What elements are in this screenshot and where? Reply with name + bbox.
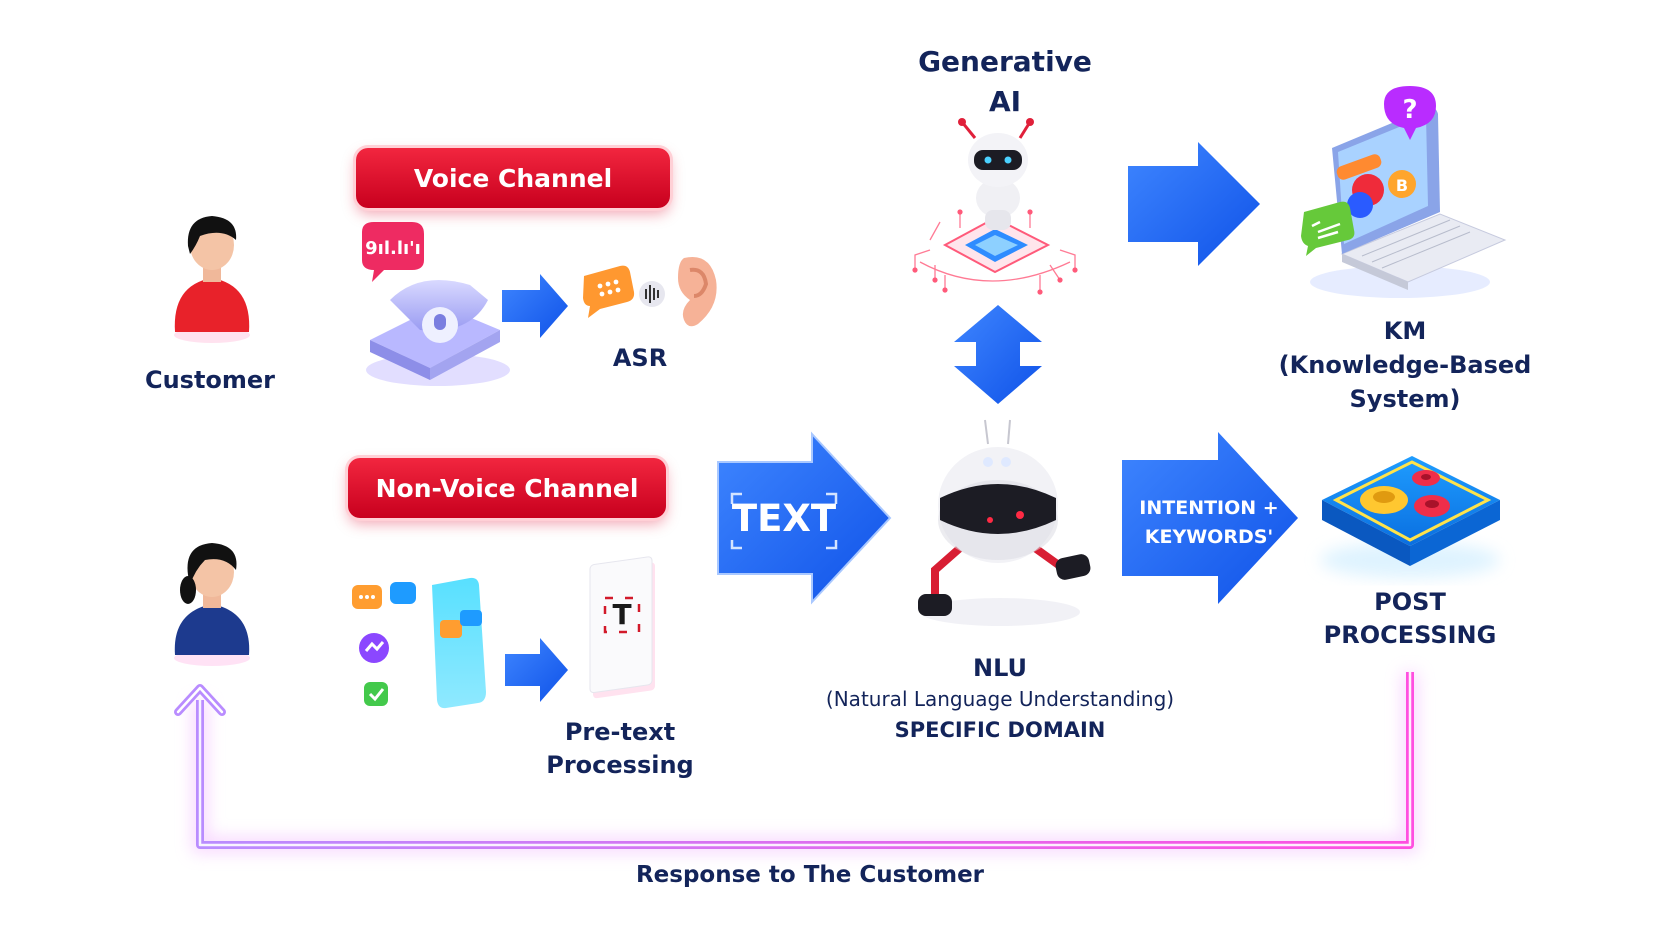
customer-label: Customer xyxy=(144,366,276,394)
text-arrow: TEXT xyxy=(717,431,892,605)
telephone-icon xyxy=(366,280,510,386)
intention-arrow-line1: INTENTION + xyxy=(1139,497,1279,519)
pretext-label: Pre-text Processing xyxy=(540,716,700,782)
intention-arrow-line2: KEYWORDS' xyxy=(1144,526,1274,548)
pretext-card-icon: T xyxy=(589,556,655,699)
messaging-apps-icon-group xyxy=(352,577,486,709)
response-loop-arrow xyxy=(174,672,1418,853)
nlu-label: NLU (Natural Language Understanding) SPE… xyxy=(790,652,1210,746)
non-voice-channel-label: Non-Voice Channel xyxy=(375,473,639,503)
arrow-voice-to-asr xyxy=(502,274,568,338)
intention-arrow xyxy=(1122,432,1298,604)
km-label-line2: (Knowledge-Based xyxy=(1278,351,1532,379)
post-processing-label-line2: PROCESSING xyxy=(1323,621,1497,649)
generative-ai-label-line2: AI xyxy=(988,85,1022,118)
pretext-label-line2: Processing xyxy=(546,751,694,779)
non-voice-channel-pill: Non-Voice Channel xyxy=(348,458,666,518)
generative-ai-label: Generative AI xyxy=(900,42,1110,122)
asr-label: ASR xyxy=(612,344,668,372)
post-processing-label: POST PROCESSING xyxy=(1300,586,1520,652)
nlu-title: NLU xyxy=(972,654,1027,682)
generative-ai-label-line1: Generative xyxy=(918,45,1092,78)
response-label: Response to The Customer xyxy=(635,862,985,888)
post-processing-label-line1: POST xyxy=(1374,588,1446,616)
arrow-genai-to-km xyxy=(1128,142,1260,266)
km-label-line3: System) xyxy=(1349,385,1461,413)
km-label-line1: KM xyxy=(1383,317,1427,345)
text-arrow-label: TEXT xyxy=(732,497,837,540)
voice-bubble-glyph: 9ıl.lı'ı xyxy=(365,238,421,259)
km-question-glyph: ? xyxy=(1402,95,1417,125)
double-arrow-genai-nlu xyxy=(954,305,1042,404)
voice-bubble-icon: 9ıl.lı'ı xyxy=(362,222,424,282)
arrow-nonvoice-to-pretext xyxy=(505,638,568,702)
km-bubble-letter: B xyxy=(1396,176,1408,195)
voice-channel-pill: Voice Channel xyxy=(356,148,670,208)
customer-avatar-red xyxy=(174,216,250,343)
km-laptop-icon: ? B xyxy=(1301,86,1507,298)
nlu-subtitle: (Natural Language Understanding) xyxy=(825,687,1175,711)
nlu-robot-icon xyxy=(918,419,1091,626)
customer-avatar-blue xyxy=(174,543,250,666)
pretext-label-line1: Pre-text xyxy=(564,718,676,746)
generative-ai-robot-icon xyxy=(912,118,1078,295)
post-processing-board-icon xyxy=(1320,456,1500,578)
km-label: KM (Knowledge-Based System) xyxy=(1270,314,1540,416)
voice-channel-label: Voice Channel xyxy=(413,163,613,193)
asr-icon-group xyxy=(583,256,717,327)
nlu-domain: SPECIFIC DOMAIN xyxy=(894,718,1106,742)
pretext-glyph: T xyxy=(612,598,631,631)
intention-arrow-label: INTENTION + KEYWORDS' xyxy=(1126,494,1292,552)
